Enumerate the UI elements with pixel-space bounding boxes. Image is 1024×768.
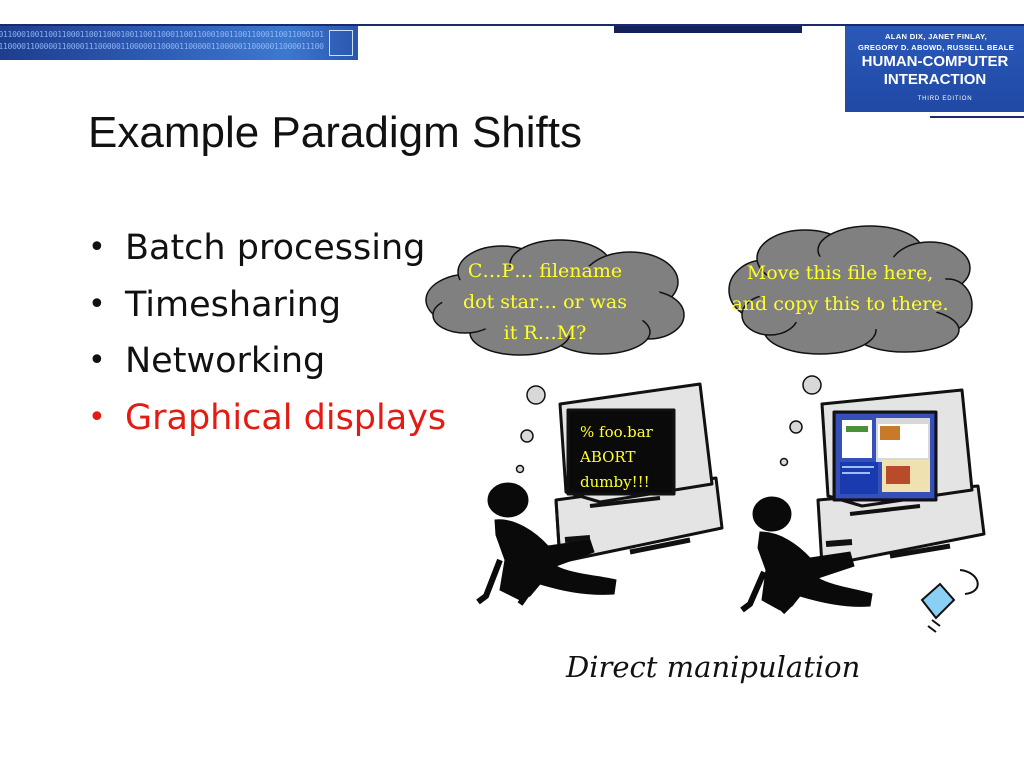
book-underline-rule	[930, 116, 1024, 118]
terminal-screen-text: % foo.bar ABORT dumby!!!	[580, 420, 653, 495]
bullet-dot-icon: •	[88, 286, 106, 322]
gui-windows-icon	[836, 414, 934, 498]
header-dark-bar	[614, 26, 802, 33]
terminal-line: dumby!!!	[580, 473, 650, 491]
bullet-text: Batch processing	[125, 228, 426, 268]
mouse-icon	[920, 569, 979, 633]
left-computer-icon	[554, 382, 724, 564]
header-rule	[0, 24, 1024, 26]
thought-line: and copy this to there.	[731, 293, 949, 315]
thought-text-left: C…P… filename dot star… or was it R…M?	[440, 256, 650, 349]
bullet-text: Timesharing	[125, 284, 342, 325]
binary-row: 0110000110000011000011100000110000011000…	[0, 42, 324, 51]
thought-line: C…P… filename	[467, 260, 623, 282]
book-title: HUMAN-COMPUTER INTERACTION	[849, 53, 1021, 89]
book-authors-line: ALAN DIX, JANET FINLAY,	[885, 32, 987, 41]
book-cover-banner: ALAN DIX, JANET FINLAY, GREGORY D. ABOWD…	[845, 26, 1024, 112]
binary-row: 1011000100110011000110011000100110011000…	[0, 30, 324, 39]
thought-line: it R…M?	[503, 322, 587, 344]
bullet-dot-icon: •	[88, 343, 106, 378]
thought-bubbles-right-icon	[779, 375, 822, 467]
terminal-line: % foo.bar	[580, 423, 653, 441]
book-edition: THIRD EDITION	[917, 96, 973, 102]
bullet-dot-icon: •	[88, 399, 106, 435]
right-person-icon	[740, 496, 873, 615]
terminal-line: ABORT	[580, 448, 636, 466]
thought-bubbles-left-icon	[515, 385, 546, 474]
thought-cloud-right-icon	[728, 225, 973, 355]
book-title-line: HUMAN-COMPUTER	[861, 53, 1009, 70]
binary-banner: 1011000100110011000110011000100110011000…	[0, 26, 358, 60]
bullet-text: Graphical displays	[125, 397, 447, 438]
bullet-text: Networking	[125, 341, 326, 381]
left-person-icon	[476, 482, 617, 606]
thought-line: dot star… or was	[462, 291, 627, 313]
thought-cloud-left-icon	[425, 239, 685, 356]
slide-title: Example Paradigm Shifts	[88, 108, 582, 157]
bullet-dot-icon: •	[88, 230, 106, 265]
thought-line: Move this file here,	[746, 262, 934, 284]
book-authors-line: GREGORY D. ABOWD, RUSSELL BEALE	[857, 43, 1015, 52]
book-authors: ALAN DIX, JANET FINLAY, GREGORY D. ABOWD…	[853, 31, 1019, 53]
binary-frame-box	[329, 30, 353, 56]
book-title-line: INTERACTION	[883, 71, 987, 88]
illustration-caption: Direct manipulation	[566, 650, 861, 684]
thought-text-right: Move this file here, and copy this to th…	[720, 258, 960, 320]
